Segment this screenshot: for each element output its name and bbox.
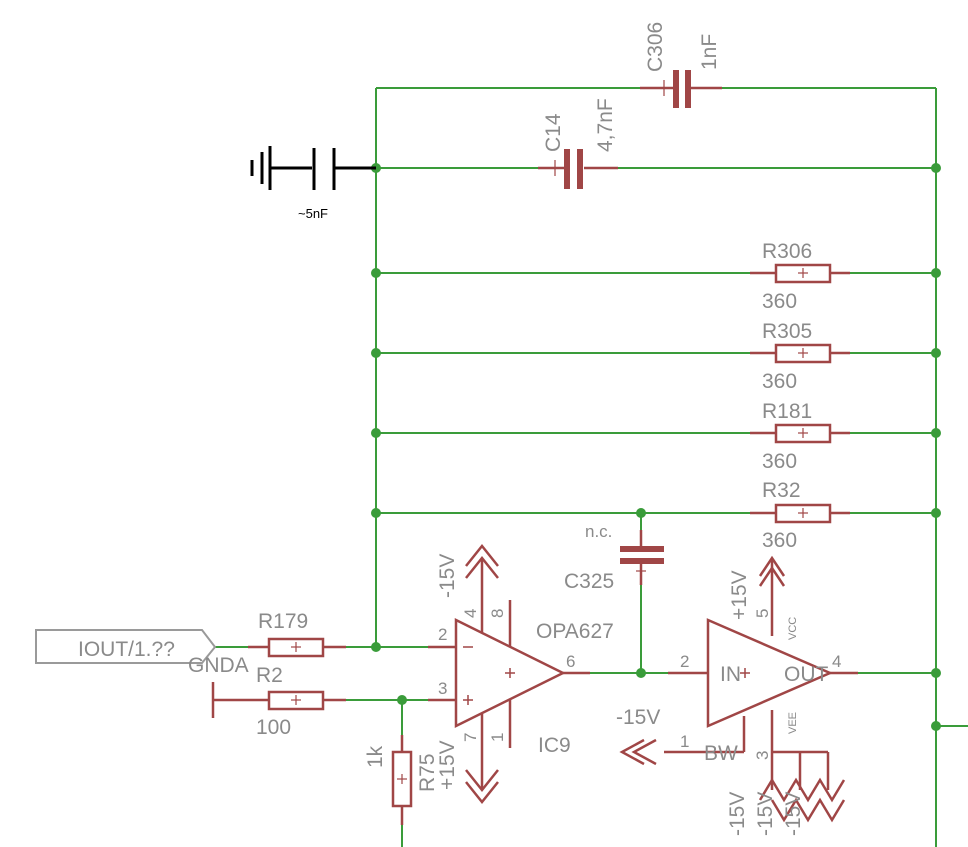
- c14-name-label: C14: [542, 113, 565, 152]
- gnda-symbol: [211, 682, 248, 718]
- ic9-pin3-label: 3: [438, 679, 447, 698]
- capacitor-c306: [640, 70, 722, 108]
- r305-name-label: R305: [762, 320, 812, 343]
- c306-name-label: C306: [644, 22, 667, 72]
- opamp-ic9: [428, 543, 590, 805]
- r2-value-label: 100: [256, 716, 291, 739]
- buffer-pos15-label: +15V: [728, 570, 751, 620]
- resistor-r181: [750, 423, 850, 444]
- resistor-r32: [750, 503, 850, 524]
- ic9-pin4-label: 4: [461, 609, 480, 618]
- buffer-amp: [619, 555, 858, 823]
- r306-value-label: 360: [762, 290, 797, 313]
- buffer-vee-label: VEE: [787, 712, 799, 734]
- r32-name-label: R32: [762, 479, 801, 502]
- buffer-bw-label: BW: [704, 742, 738, 765]
- buffer-in-label: IN: [720, 663, 741, 686]
- buffer-vcc-label: VCC: [787, 617, 799, 640]
- resistor-r75: [391, 735, 413, 825]
- r179-name-label: R179: [258, 610, 308, 633]
- buffer-pin2-label: 2: [680, 652, 689, 671]
- buffer-pin4-label: 4: [832, 652, 841, 671]
- ic9-name-label: IC9: [538, 734, 571, 757]
- buffer-pin5-label: 5: [753, 609, 772, 618]
- resistor-r305: [750, 343, 850, 364]
- buffer-neg15-label-2: -15V: [754, 792, 777, 836]
- r306-name-label: R306: [762, 240, 812, 263]
- iout-net-label: IOUT/1.??: [78, 638, 175, 661]
- r75-value-label: 1k: [364, 745, 387, 768]
- ic9-pos15-label: +15V: [436, 740, 459, 790]
- r181-name-label: R181: [762, 400, 812, 423]
- capacitor-c14: [538, 149, 618, 189]
- buffer-neg15-label-3: -15V: [782, 792, 805, 836]
- buffer-pin3-label: 3: [753, 751, 772, 760]
- wires: [215, 87, 968, 847]
- c306-value-label: 1nF: [698, 34, 721, 70]
- capacitor-external: [250, 146, 376, 190]
- r305-value-label: 360: [762, 370, 797, 393]
- r75-name-label: R75: [416, 753, 439, 792]
- ic9-pin2-label: 2: [438, 625, 447, 644]
- gnda-net-label: GNDA: [188, 654, 249, 677]
- ic9-pin8-label: 8: [488, 609, 507, 618]
- ic9-pin7-label: 7: [461, 733, 480, 742]
- ic9-pin6-label: 6: [566, 652, 575, 671]
- capacitor-c325: [620, 530, 664, 585]
- c14-value-label: 4,7nF: [594, 98, 617, 152]
- ic9-value-label: OPA627: [536, 620, 614, 643]
- buffer-neg15-label-1: -15V: [726, 792, 749, 836]
- junctions: [371, 163, 941, 731]
- c325-name-label: C325: [564, 570, 614, 593]
- r32-value-label: 360: [762, 529, 797, 552]
- iout-port: [35, 629, 217, 664]
- bw-neg15-label: -15V: [616, 706, 660, 729]
- resistor-r179: [248, 637, 346, 658]
- ic9-neg15-label: -15V: [436, 554, 459, 598]
- buffer-pin1-label: 1: [680, 732, 689, 751]
- resistor-r2: [248, 690, 346, 711]
- external-cap-value-label: ~5nF: [298, 206, 328, 221]
- c325-value-label: n.c.: [585, 522, 612, 541]
- resistor-r306: [750, 263, 850, 284]
- r2-name-label: R2: [256, 664, 283, 687]
- r181-value-label: 360: [762, 450, 797, 473]
- ic9-pin1-label: 1: [488, 733, 507, 742]
- buffer-out-label: OUT: [784, 663, 829, 686]
